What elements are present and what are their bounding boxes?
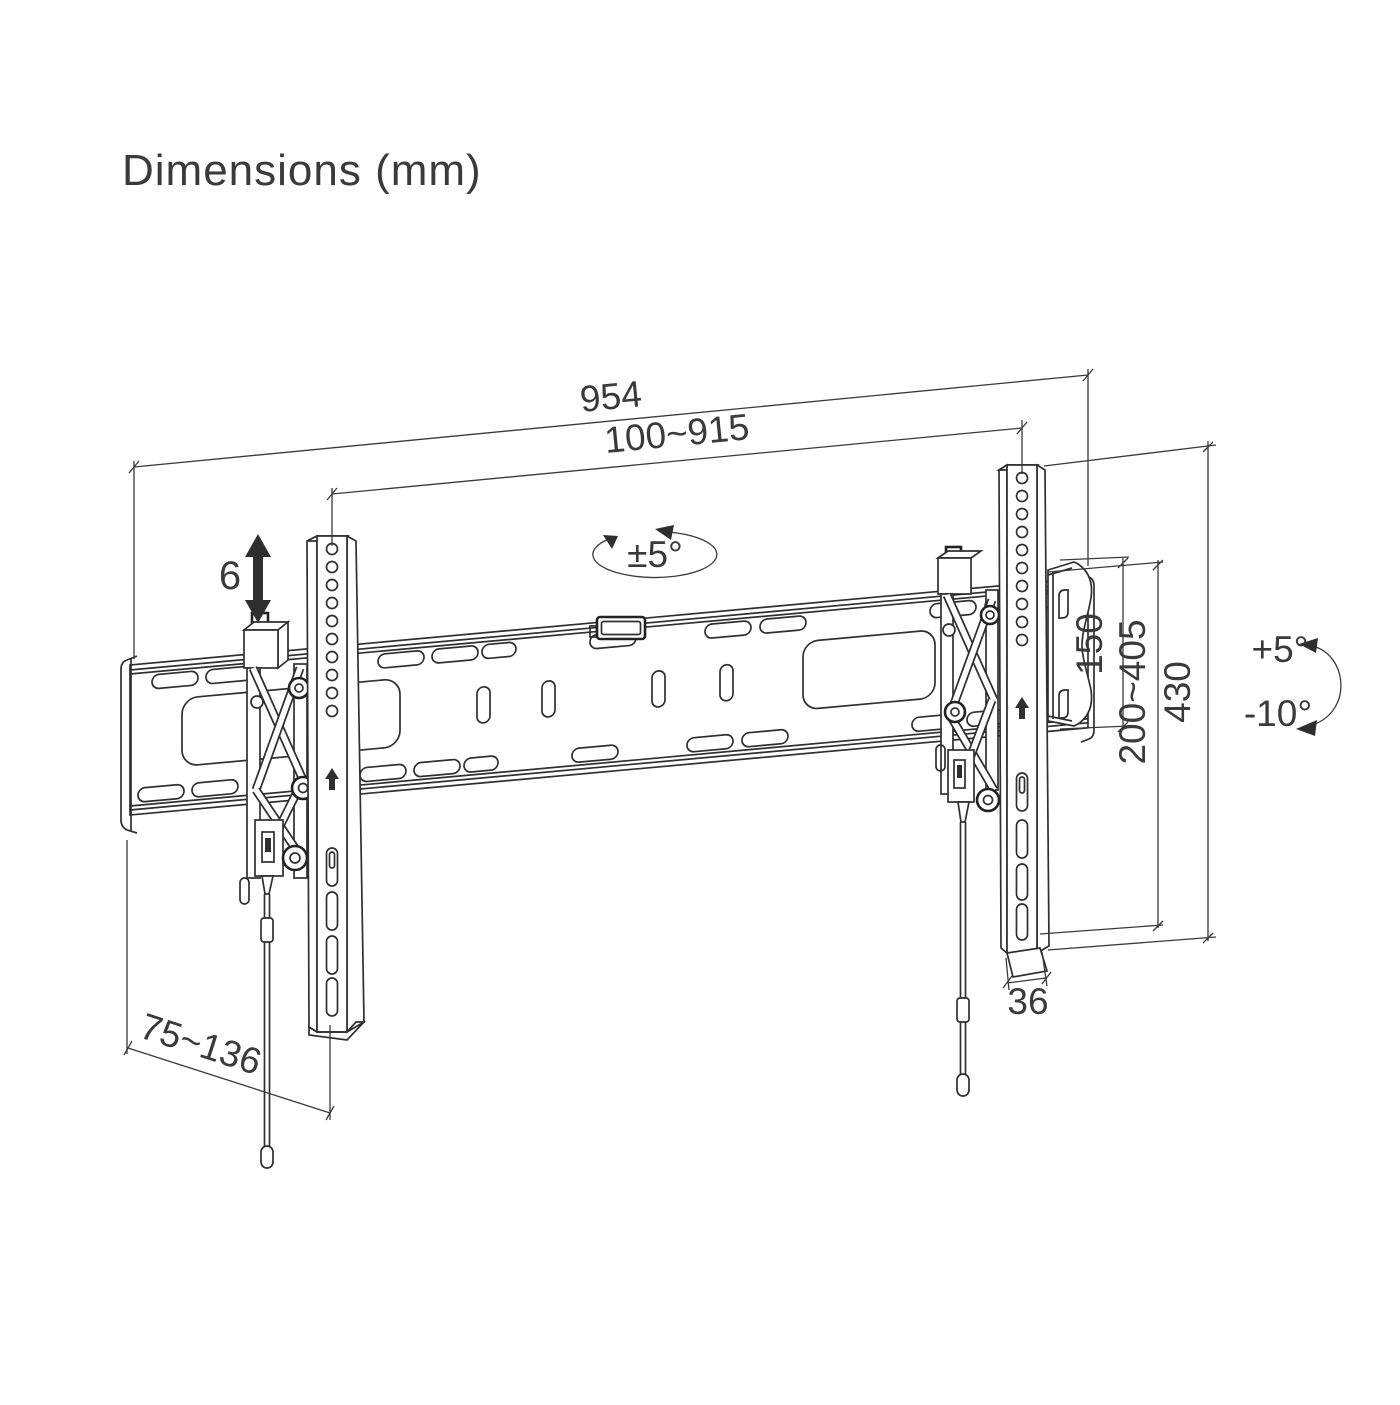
plate-left-end-cap (120, 655, 138, 834)
right-arm-slots (1015, 772, 1029, 941)
double-arrow-icon (245, 534, 271, 623)
dim-vesa-height-range-label: 200~405 (1112, 619, 1153, 764)
plate-window-right (802, 630, 936, 710)
right-arm-up-arrow-icon (1015, 697, 1029, 719)
dim-profile-depth-label: 36 (1007, 981, 1048, 1022)
tilt-up-label: +5° (1252, 629, 1309, 670)
page-title: Dimensions (mm) (122, 146, 482, 195)
plate-vertical-slots (476, 663, 734, 724)
right-tilt-linkage (935, 545, 1001, 823)
right-vesa-arm (996, 463, 1050, 978)
left-pull-string (260, 894, 274, 1169)
left-arm-slots (325, 847, 339, 1017)
dim-vesa-height-range: 200~405 (1039, 559, 1164, 935)
tilt-annotation: +5° -10° (1244, 629, 1342, 736)
left-arm-holes (325, 542, 339, 718)
swivel-annotation: ±5° (592, 525, 718, 579)
dim-wall-distance-range: 75~136 (123, 840, 335, 1121)
plate-right-end-cap (1080, 573, 1095, 743)
dim-overall-width: 954 (128, 368, 1094, 659)
dim-mount-width-range: 100~915 (326, 406, 1028, 546)
dim-overall-height-label: 430 (1157, 661, 1198, 723)
bubble-level (589, 615, 647, 641)
right-pull-string (956, 822, 970, 1097)
level-adjust-label: 6 (219, 554, 241, 598)
left-vesa-arm (306, 534, 366, 1041)
level-adjust-annotation: 6 (219, 534, 271, 623)
dim-bracket-plate-height-label: 150 (1069, 613, 1110, 675)
dim-overall-width-label: 954 (578, 373, 643, 420)
dim-overall-height: 430 (1043, 441, 1217, 951)
dim-profile-depth: 36 (1002, 951, 1052, 1022)
tilt-down-label: -10° (1244, 693, 1312, 734)
left-arm-up-arrow-icon (325, 768, 339, 790)
tv-plate-profile (1047, 561, 1093, 727)
right-arm-bottom-flange (1005, 947, 1049, 978)
left-tilt-linkage (239, 611, 316, 905)
swivel-angle-label: ±5° (627, 534, 683, 575)
